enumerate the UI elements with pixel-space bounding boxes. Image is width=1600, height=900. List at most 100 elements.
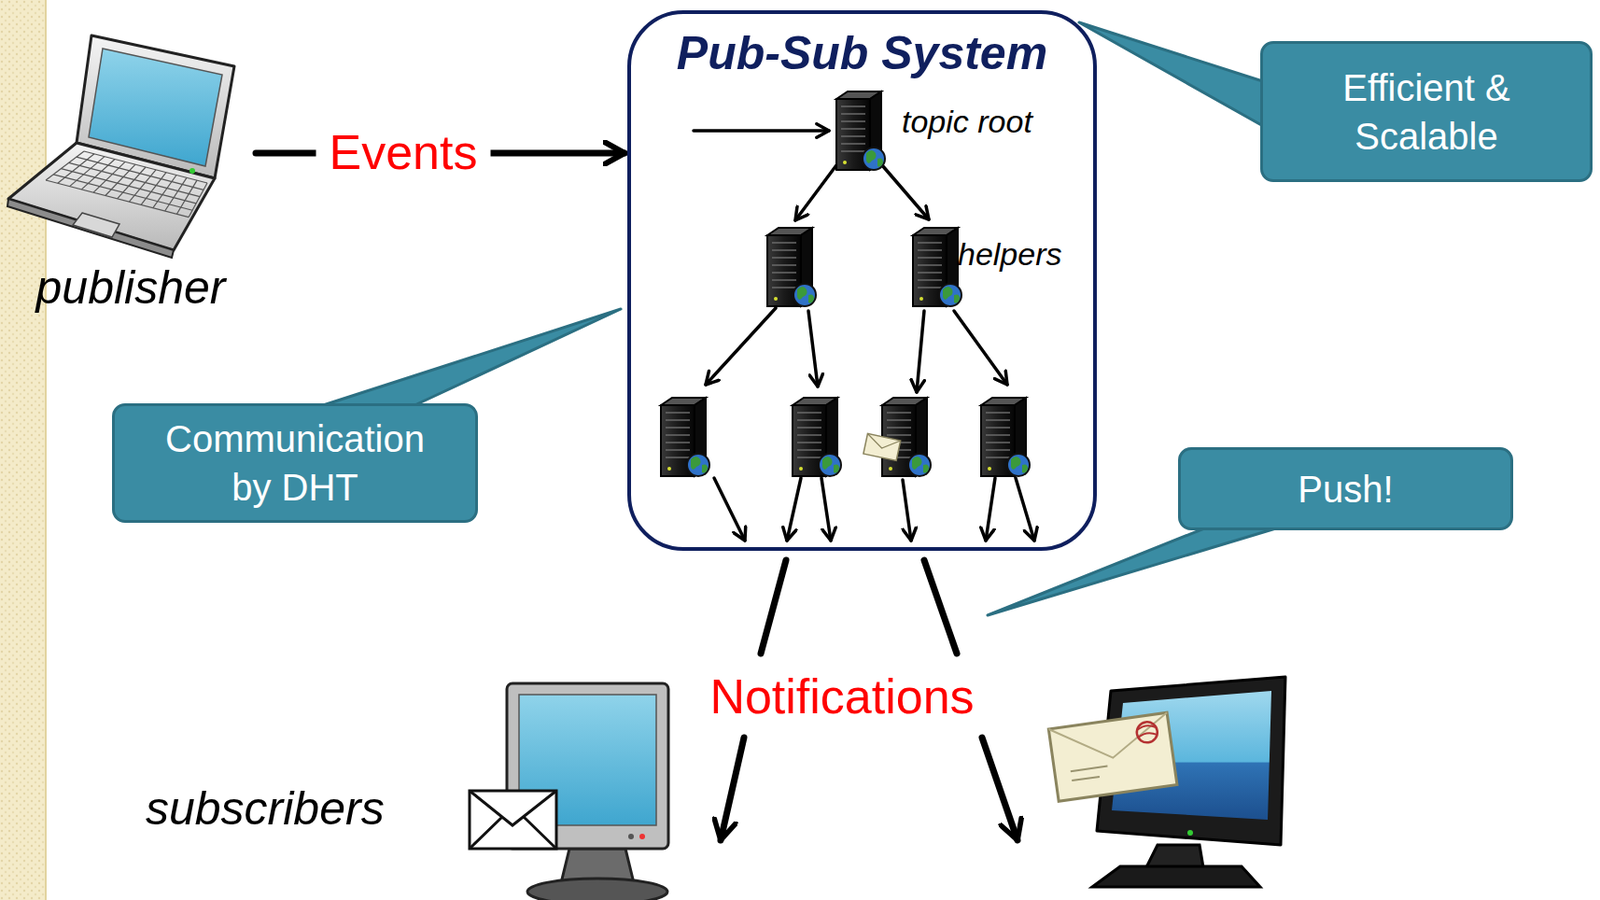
notification-arrow <box>982 737 1018 841</box>
server-slot <box>771 279 797 281</box>
server-icon <box>981 397 1030 477</box>
server-slot <box>771 249 797 252</box>
globe-land <box>912 456 929 474</box>
server-slot <box>985 426 1011 429</box>
callout-box: Efficient & Scalable <box>1260 41 1593 183</box>
tree-arrows <box>693 130 1035 541</box>
node-label: publisher <box>36 259 226 316</box>
tree-arrow <box>916 310 925 393</box>
letter-lines <box>1070 766 1109 781</box>
notification-arrows <box>720 560 1018 841</box>
monitor-foot <box>1092 866 1261 887</box>
server-led <box>799 466 803 471</box>
server-slot <box>886 411 912 414</box>
key-line <box>105 164 136 196</box>
globe-icon <box>793 283 816 307</box>
laptop-base <box>8 142 215 251</box>
system-frame: Pub-Sub System <box>627 10 1097 551</box>
server-icon <box>882 397 931 477</box>
callout-box: Communication by DHT <box>112 403 478 523</box>
server-slot <box>665 411 690 414</box>
envelope-icon <box>469 790 557 849</box>
laptop-edge <box>7 198 174 258</box>
server-slot <box>917 271 942 274</box>
key-line <box>128 169 156 202</box>
server-icon <box>792 397 842 477</box>
server-slot <box>797 449 822 451</box>
globe-icon <box>908 453 931 477</box>
tree-arrow <box>714 477 745 541</box>
notification-line <box>924 560 957 654</box>
tree-arrow <box>821 477 831 541</box>
server-led <box>919 296 924 301</box>
monitor-led <box>639 833 646 840</box>
publisher-node: publisher <box>9 30 253 316</box>
server-slot <box>886 434 912 436</box>
server-slot <box>797 419 822 422</box>
server-slot <box>841 112 866 115</box>
globe-land <box>942 286 960 304</box>
flow-label: Notifications <box>701 669 982 726</box>
server-led <box>773 296 778 301</box>
server-slot <box>841 120 866 123</box>
server-slot <box>797 456 822 459</box>
key-line <box>93 161 126 193</box>
small-letter-icon <box>863 433 901 461</box>
server-slot <box>797 441 822 444</box>
role-label: helpers <box>957 236 1063 273</box>
server-slot <box>985 449 1011 451</box>
globe-icon <box>862 147 885 170</box>
server-slot <box>665 456 690 459</box>
server-slot <box>771 241 797 244</box>
edge-label: Events <box>316 125 492 182</box>
laptop-touchpad <box>72 212 120 238</box>
callout-text: Communication by DHT <box>154 414 436 512</box>
server-slot <box>665 441 690 444</box>
monitor-foot <box>527 878 668 900</box>
tree-arrow <box>705 308 776 385</box>
page-strip-edge <box>44 0 47 900</box>
server-slot <box>985 411 1011 414</box>
callout-box: Push! <box>1178 447 1514 531</box>
globe-icon <box>687 453 710 477</box>
server-icon <box>912 227 962 307</box>
tree-arrow <box>1015 477 1035 541</box>
key-line <box>45 180 189 218</box>
key-line <box>188 182 208 218</box>
globe-icon <box>818 453 842 477</box>
monitor-led <box>1187 829 1193 836</box>
event-arrow <box>255 150 625 157</box>
key-line <box>176 180 197 214</box>
letter-flap <box>1048 712 1172 766</box>
server-slot <box>665 434 690 436</box>
key-line <box>70 156 105 187</box>
key-line <box>45 151 85 181</box>
server-slot <box>917 286 942 289</box>
server-slot <box>917 241 942 244</box>
letter-postmark <box>1136 724 1157 738</box>
role-label: topic root <box>901 103 1033 141</box>
laptop-led <box>189 168 196 174</box>
server-icon <box>767 227 816 307</box>
server-slot <box>665 449 690 451</box>
tree-arrow <box>693 128 829 133</box>
laptop-icon <box>7 35 235 258</box>
server-slot <box>797 434 822 436</box>
page-strip <box>0 0 46 900</box>
server-slot <box>886 419 912 422</box>
server-icons <box>660 91 1030 477</box>
server-slot <box>917 249 942 252</box>
tree-arrow <box>882 165 929 220</box>
callout-text: Push! <box>1206 464 1487 514</box>
callout-tail <box>317 308 621 408</box>
letter-icon <box>1048 712 1178 801</box>
server-slot <box>841 127 866 130</box>
server-slot <box>797 411 822 414</box>
server-slot <box>985 419 1011 422</box>
server-led <box>888 466 893 471</box>
globe-land <box>797 286 815 304</box>
callout-tails <box>317 22 1289 616</box>
